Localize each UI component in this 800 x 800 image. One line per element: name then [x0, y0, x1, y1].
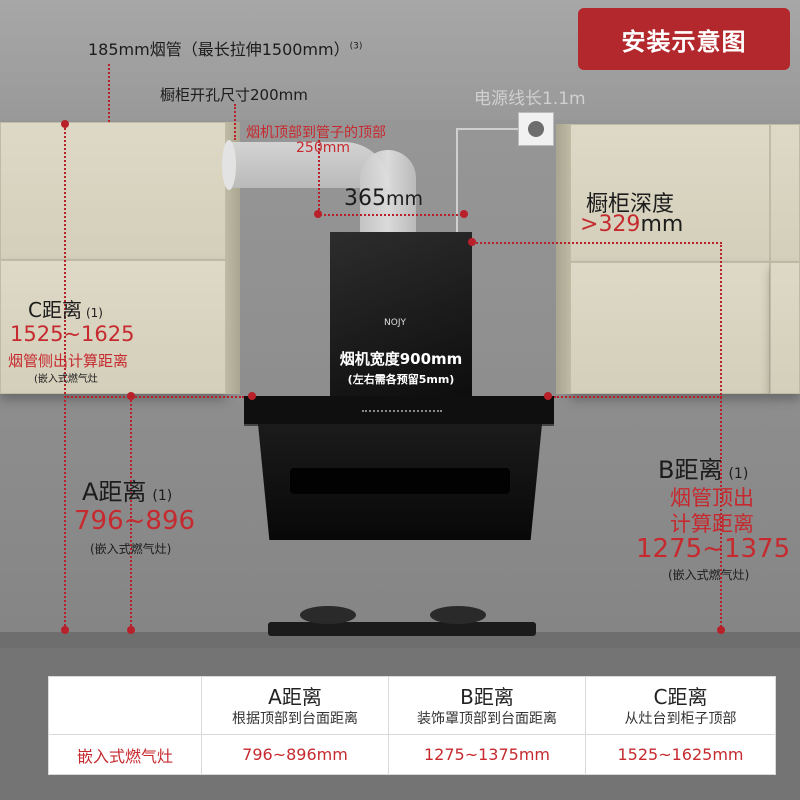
- table-row: 嵌入式燃气灶 796~896mm 1275~1375mm 1525~1625mm: [48, 734, 776, 775]
- countertop: [0, 632, 800, 648]
- hood-cover: [330, 232, 472, 398]
- dim-line-c: [64, 124, 66, 630]
- burner-right-icon: [430, 606, 486, 624]
- duct-opening: [222, 140, 236, 190]
- hood-width-note: (左右需各预留5mm): [347, 373, 455, 386]
- b-distance-label: B距离(1): [658, 456, 749, 484]
- c-distance-desc: 烟管侧出计算距离: [8, 352, 129, 370]
- table-header-c-sub: 从灶台到柜子顶部: [624, 710, 737, 727]
- table-header-b-sub: 装饰罩顶部到台面距离: [417, 710, 557, 727]
- table-header-a-sub: 根据顶部到台面距离: [232, 710, 358, 727]
- right-upper-cabinet-edge: [770, 124, 800, 262]
- hole-size-label: 橱柜开孔尺寸200mm: [160, 86, 308, 104]
- control-buttons: [362, 410, 442, 415]
- dim-dot-c-bottom: [61, 626, 69, 634]
- dim-dot-a-bottom: [127, 626, 135, 634]
- table-value-b: 1275~1375mm: [388, 734, 586, 775]
- a-distance-label: A距离(1): [82, 478, 173, 506]
- width-365-label: 365mm: [344, 186, 424, 211]
- c-distance-range: 1525~1625: [10, 322, 135, 346]
- dim-line-b-top: [472, 242, 722, 244]
- b-distance-range: 1275~1375: [636, 534, 791, 564]
- power-cord-label: 电源线长1.1m: [474, 89, 586, 109]
- duct-pipe-vertical: [360, 150, 416, 234]
- dim-line-right-bottom: [554, 396, 722, 398]
- cabinet-depth-value: >329mm: [580, 212, 684, 237]
- table-corner-cell: [48, 676, 202, 735]
- dim-line-200: [234, 104, 236, 140]
- hood-top-to-duct-label: 烟机顶部到管子的顶部: [246, 125, 386, 141]
- right-lower-cabinet: [570, 262, 770, 394]
- table-header-b: B距离 装饰罩顶部到台面距离: [388, 676, 586, 735]
- dim-dot-hood-right: [544, 392, 552, 400]
- gas-stove: [268, 622, 536, 636]
- right-cabinet-side: [556, 124, 570, 394]
- power-outlet: [518, 112, 554, 146]
- table-header-b-title: B距离: [460, 684, 514, 709]
- hood-control-panel: [244, 396, 554, 426]
- dim-dot-b-bottom: [717, 626, 725, 634]
- hood-brand: NOJY: [384, 318, 406, 328]
- c-distance-label: C距离(1): [28, 298, 103, 322]
- left-cabinet-side: [226, 122, 240, 394]
- dim-dot-b-top: [468, 238, 476, 246]
- power-cord-h: [456, 128, 518, 130]
- table-header-c: C距离 从灶台到柜子顶部: [585, 676, 776, 735]
- a-distance-note: (嵌入式燃气灶): [90, 542, 172, 556]
- left-lower-cabinet: [0, 260, 226, 394]
- burner-left-icon: [300, 606, 356, 624]
- dim-line-250: [318, 140, 320, 214]
- table-header-c-title: C距离: [653, 684, 708, 709]
- cabinet-depth-label: 橱柜深度: [586, 192, 675, 217]
- dim-line-185: [108, 64, 110, 122]
- dim-line-365: [316, 214, 466, 216]
- table-header-a: A距离 根据顶部到台面距离: [201, 676, 389, 735]
- hood-width-label: 烟机宽度900mm: [339, 350, 463, 368]
- diagram-title: 安装示意图: [578, 8, 790, 70]
- table-header-a-title: A距离: [268, 684, 322, 709]
- c-distance-note: (嵌入式燃气灶: [34, 374, 98, 385]
- right-lower-cabinet-edge: [770, 262, 800, 394]
- b-distance-note: (嵌入式燃气灶): [668, 568, 750, 582]
- hood-intake: [290, 468, 510, 494]
- table-value-a: 796~896mm: [201, 734, 389, 775]
- hood-top-to-duct-value: 250mm: [296, 140, 350, 156]
- power-cord-v: [456, 128, 458, 232]
- dim-dot-365-left: [314, 210, 322, 218]
- table-value-c: 1525~1625mm: [585, 734, 776, 775]
- dim-dot-hood-left: [248, 392, 256, 400]
- dim-line-b: [720, 242, 722, 630]
- dim-dot-c-top: [61, 120, 69, 128]
- dim-dot-365-right: [460, 210, 468, 218]
- right-upper-cabinet: [570, 124, 770, 262]
- left-upper-cabinet: [0, 122, 226, 260]
- dim-line-a: [130, 396, 132, 630]
- b-distance-desc2: 计算距离: [670, 512, 754, 536]
- table-row-label: 嵌入式燃气灶: [48, 734, 202, 775]
- outlet-icon: [528, 121, 544, 137]
- a-distance-range: 796~896: [74, 506, 196, 536]
- b-distance-desc1: 烟管顶出: [670, 486, 754, 510]
- dim-line-a-top: [64, 396, 244, 398]
- table-header-row: A距离 根据顶部到台面距离 B距离 装饰罩顶部到台面距离 C距离 从灶台到柜子顶…: [48, 676, 776, 735]
- duct-size-label: 185mm烟管（最长拉伸1500mm）(3): [88, 40, 363, 59]
- spec-table: A距离 根据顶部到台面距离 B距离 装饰罩顶部到台面距离 C距离 从灶台到柜子顶…: [48, 676, 776, 775]
